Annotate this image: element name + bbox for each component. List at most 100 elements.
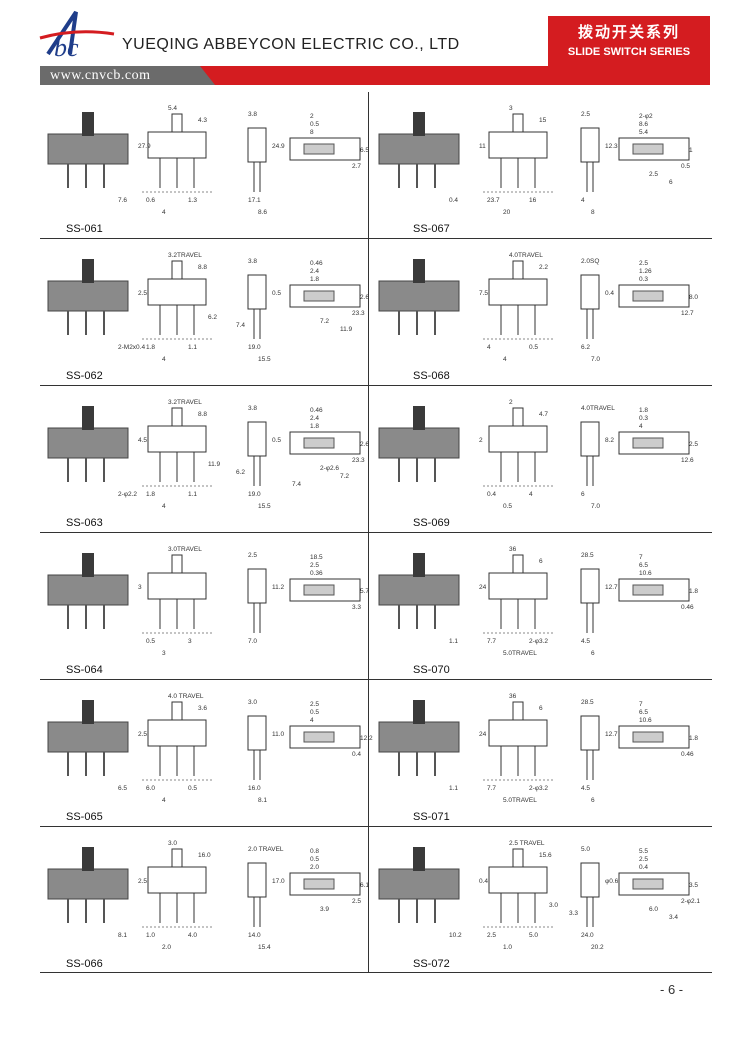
- pcb-footprint: [618, 431, 690, 455]
- company-logo: bc: [39, 10, 115, 62]
- row-divider: [40, 826, 712, 827]
- dimension-label: 4: [310, 717, 314, 724]
- front-view: [488, 866, 548, 894]
- dimension-label: 1.1: [449, 638, 458, 645]
- dimension-label: 4.0TRAVEL: [509, 252, 543, 259]
- dimension-label: 2.5: [352, 898, 361, 905]
- front-view: [488, 131, 548, 159]
- dimension-label: 23.3: [352, 457, 365, 464]
- dimension-label: 12.7: [681, 310, 694, 317]
- dimension-label: 6.5: [639, 709, 648, 716]
- website-link[interactable]: www.cnvcb.com: [50, 68, 151, 83]
- front-view: [147, 719, 207, 747]
- front-actuator: [512, 848, 524, 868]
- side-view: [247, 274, 267, 310]
- switch-body-icon: [47, 280, 129, 312]
- dimension-label: 5.7: [360, 588, 369, 595]
- switch-body-icon: [47, 574, 129, 606]
- dimension-label: 5.0: [529, 932, 538, 939]
- dimension-label: 6: [591, 797, 595, 804]
- pcb-footprint: [618, 872, 690, 896]
- dimension-label: 6: [591, 650, 595, 657]
- switch-actuator-icon: [413, 112, 425, 136]
- dimension-label: 2.5: [138, 731, 147, 738]
- dimension-label: 10.2: [449, 932, 462, 939]
- dimension-label: 3.4: [669, 914, 678, 921]
- dimension-label: 0.5: [188, 785, 197, 792]
- dimension-label: 4: [503, 356, 507, 363]
- dimension-label: 2.6: [360, 294, 369, 301]
- dimension-label: 0.5: [310, 121, 319, 128]
- front-view: [488, 572, 548, 600]
- company-name: YUEQING ABBEYCON ELECTRIC CO., LTD: [122, 36, 460, 53]
- dimension-label: 2.5: [310, 701, 319, 708]
- side-view: [247, 421, 267, 457]
- dimension-label: 11.9: [340, 326, 353, 333]
- row-divider: [40, 679, 712, 680]
- row-divider: [40, 972, 712, 973]
- series-banner: 拨动开关系列 SLIDE SWITCH SERIES: [548, 16, 710, 66]
- model-label: SS-071: [413, 811, 450, 823]
- dimension-label: 0.6: [146, 197, 155, 204]
- dimension-label: 2.4: [310, 415, 319, 422]
- dimension-label: 8.6: [258, 209, 267, 216]
- dimension-label: 4: [162, 797, 166, 804]
- switch-body-icon: [47, 133, 129, 165]
- dimension-label: 15.5: [258, 356, 271, 363]
- dimension-label: 20: [503, 209, 511, 216]
- front-actuator: [512, 407, 524, 427]
- switch-actuator-icon: [82, 553, 94, 577]
- switch-actuator-icon: [413, 700, 425, 724]
- dimension-label: 7.0: [591, 356, 600, 363]
- dimension-label: 24: [479, 731, 487, 738]
- model-label: SS-068: [413, 370, 450, 382]
- pcb-slot: [303, 731, 335, 743]
- dimension-label: 0.5: [146, 638, 155, 645]
- dimension-label: 11: [479, 143, 486, 150]
- dimension-label: 8.2: [605, 437, 614, 444]
- dimension-label: 4.0 TRAVEL: [168, 693, 204, 700]
- dimension-label: 12.3: [605, 143, 618, 150]
- dimension-label: 1.8: [639, 407, 648, 414]
- switch-actuator-icon: [413, 847, 425, 871]
- front-actuator: [171, 701, 183, 721]
- pcb-footprint: [289, 431, 361, 455]
- front-actuator: [512, 554, 524, 574]
- series-title-en: SLIDE SWITCH SERIES: [567, 46, 691, 58]
- switch-actuator-icon: [82, 259, 94, 283]
- dimension-label: 24.9: [272, 143, 285, 150]
- dimension-label: 4.5: [581, 785, 590, 792]
- pcb-slot: [303, 878, 335, 890]
- dimension-label: 0.46: [310, 407, 323, 414]
- side-view: [580, 127, 600, 163]
- front-view: [147, 572, 207, 600]
- dimension-label: 2.0: [162, 944, 171, 951]
- series-title-cn: 拨动开关系列: [577, 24, 680, 41]
- dimension-label: 11.2: [272, 584, 285, 591]
- dimension-label: 8.8: [198, 411, 207, 418]
- dimension-label: 7.6: [118, 197, 127, 204]
- dimension-label: 0.5: [272, 290, 281, 297]
- dimension-label: 1.26: [639, 268, 652, 275]
- dimension-label: 2.5: [248, 552, 257, 559]
- pcb-footprint: [289, 725, 361, 749]
- front-view: [488, 278, 548, 306]
- dimension-label: 12.2: [360, 735, 373, 742]
- pcb-footprint: [618, 284, 690, 308]
- dimension-label: 3.3: [569, 910, 578, 917]
- dimension-label: 20.2: [591, 944, 604, 951]
- dimension-label: 5.0TRAVEL: [503, 797, 537, 804]
- dimension-label: 17.0: [272, 878, 285, 885]
- dimension-label: 7.4: [292, 481, 301, 488]
- dimension-label: 0.46: [310, 260, 323, 267]
- dimension-label: 0.4: [449, 197, 458, 204]
